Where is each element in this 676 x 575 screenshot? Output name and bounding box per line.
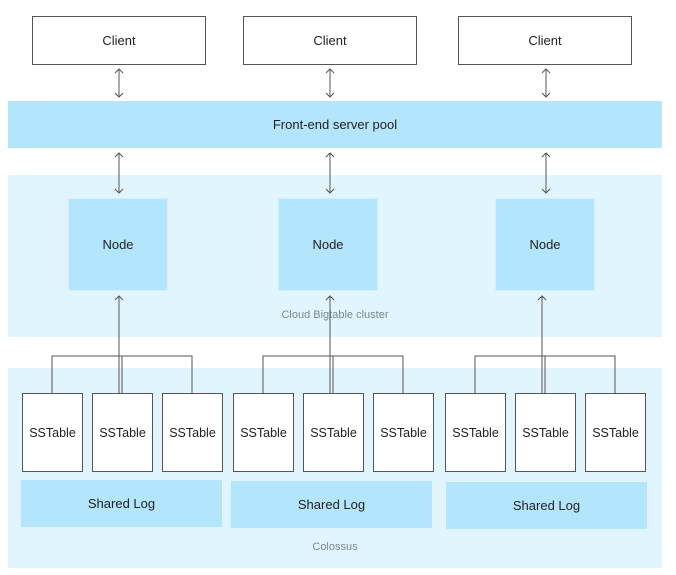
sstable-label: SSTable — [169, 425, 216, 440]
shared-log-label-3: Shared Log — [512, 498, 581, 513]
sstable-1-1: SSTable — [22, 393, 83, 472]
frontend-server-pool: Front-end server pool — [8, 101, 662, 148]
cluster-caption: Cloud Bigtable cluster — [281, 309, 389, 321]
sstable-label: SSTable — [380, 425, 427, 440]
sstable-2-2: SSTable — [303, 393, 364, 472]
client-label-2: Client — [313, 33, 347, 48]
sstable-3-3: SSTable — [585, 393, 646, 472]
sstable-label: SSTable — [592, 425, 639, 440]
node-label-2: Node — [312, 237, 344, 252]
sstable-1-2: SSTable — [92, 393, 153, 472]
sstable-label: SSTable — [452, 425, 499, 440]
sstable-label: SSTable — [29, 425, 76, 440]
shared-log-label-1: Shared Log — [87, 496, 156, 511]
node-label-3: Node — [529, 237, 561, 252]
sstable-label: SSTable — [310, 425, 357, 440]
sstable-3-2: SSTable — [515, 393, 576, 472]
client-label-3: Client — [528, 33, 562, 48]
node-box-1: Node — [68, 198, 168, 291]
colossus-caption: Colossus — [312, 541, 358, 553]
shared-log-3: Shared Log — [446, 482, 647, 529]
node-label-1: Node — [102, 237, 134, 252]
sstable-1-3: SSTable — [162, 393, 223, 472]
sstable-3-1: SSTable — [445, 393, 506, 472]
shared-log-label-2: Shared Log — [297, 497, 366, 512]
sstable-2-1: SSTable — [233, 393, 294, 472]
sstable-2-3: SSTable — [373, 393, 434, 472]
client-label-1: Client — [102, 33, 136, 48]
frontend-label: Front-end server pool — [272, 117, 398, 132]
client-box-1: Client — [32, 16, 206, 65]
shared-log-2: Shared Log — [231, 481, 432, 528]
sstable-label: SSTable — [240, 425, 287, 440]
sstable-label: SSTable — [99, 425, 146, 440]
shared-log-1: Shared Log — [21, 480, 222, 527]
sstable-label: SSTable — [522, 425, 569, 440]
client-box-2: Client — [243, 16, 417, 65]
node-box-2: Node — [278, 198, 378, 291]
node-box-3: Node — [495, 198, 595, 291]
client-box-3: Client — [458, 16, 632, 65]
